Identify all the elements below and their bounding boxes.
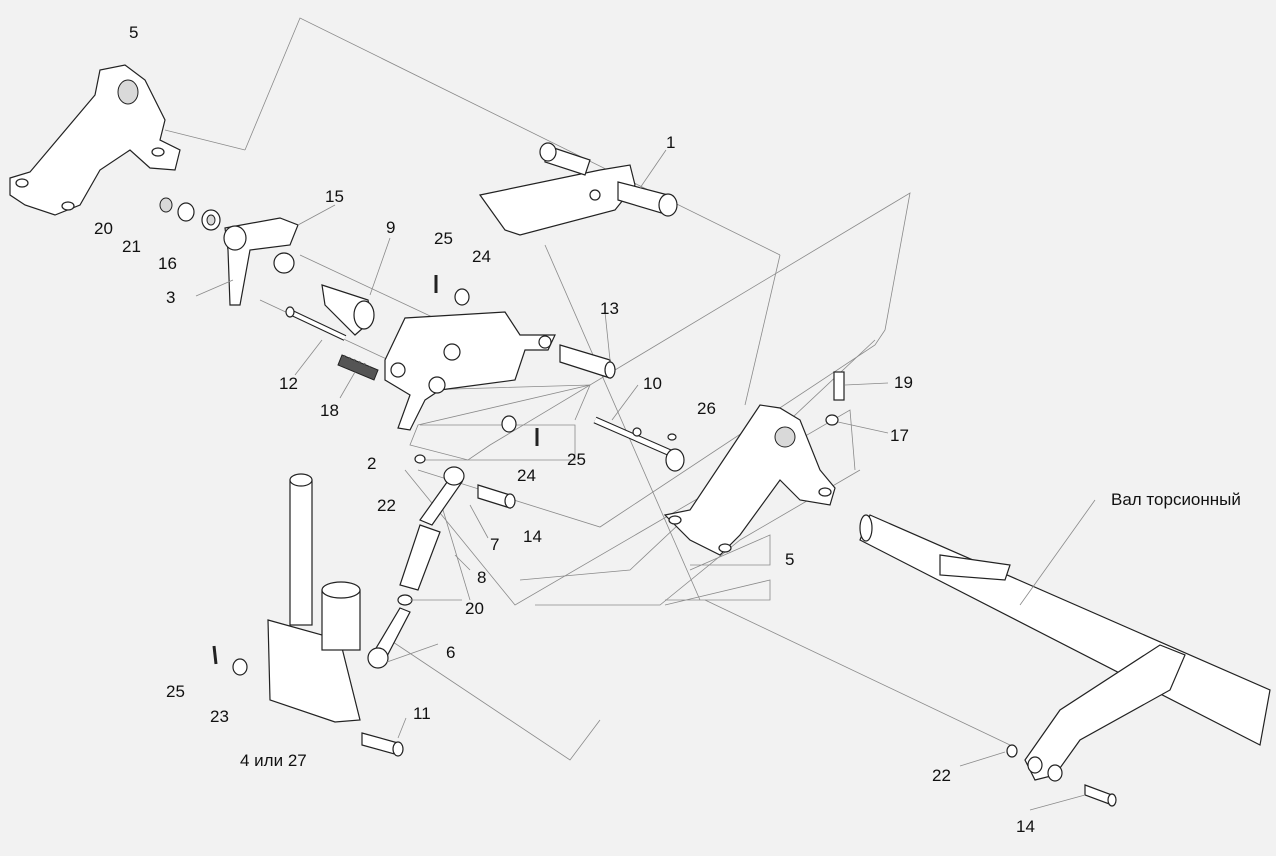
label-part-8: 8 <box>477 568 486 587</box>
label-part-26: 26 <box>697 399 716 418</box>
label-part-14-bottom: 14 <box>1016 817 1035 836</box>
label-part-25-mid: 25 <box>567 450 586 469</box>
callout-labels: 5 20 21 16 3 15 9 25 24 1 13 12 18 10 26… <box>94 23 1241 836</box>
label-torsion-shaft: Вал торсионный <box>1111 490 1241 509</box>
label-part-11: 11 <box>413 704 431 723</box>
linkage-7-8-6 <box>367 454 465 669</box>
spring-18 <box>337 354 379 381</box>
label-part-6: 6 <box>446 643 455 662</box>
bracket-5-middle <box>663 371 845 556</box>
label-part-24-mid: 24 <box>517 466 536 485</box>
lever-3 <box>223 217 299 306</box>
label-part-22-bottom: 22 <box>932 766 951 785</box>
label-part-20-top: 20 <box>94 219 113 238</box>
callout-leaders <box>195 149 1096 811</box>
label-part-7: 7 <box>490 535 499 554</box>
label-part-19: 19 <box>894 373 913 392</box>
label-part-4-or-27: 4 или 27 <box>240 751 307 770</box>
label-part-20-mid: 20 <box>465 599 484 618</box>
nut-washer-set-top <box>159 197 221 231</box>
actuator-4 <box>267 473 361 723</box>
label-part-12: 12 <box>279 374 298 393</box>
label-part-18: 18 <box>320 401 339 420</box>
fasteners-25-24 <box>212 275 539 676</box>
pin-12 <box>285 306 347 341</box>
label-part-13: 13 <box>600 299 619 318</box>
torsion-shaft <box>859 514 1271 807</box>
label-part-21: 21 <box>122 237 141 256</box>
bracket-2 <box>384 311 556 431</box>
pin-11 <box>361 732 404 757</box>
label-part-16: 16 <box>158 254 177 273</box>
label-part-25-top: 25 <box>434 229 453 248</box>
label-part-24-top: 24 <box>472 247 491 266</box>
label-part-1: 1 <box>666 133 675 152</box>
label-part-3: 3 <box>166 288 175 307</box>
pins-13-14-10 <box>477 344 685 509</box>
label-part-5-middle: 5 <box>785 550 794 569</box>
label-part-9: 9 <box>386 218 395 237</box>
label-part-10: 10 <box>643 374 662 393</box>
bushing-9 <box>321 284 375 336</box>
label-part-25-bottom: 25 <box>166 682 185 701</box>
label-part-15: 15 <box>325 187 344 206</box>
label-part-5-top: 5 <box>129 23 138 42</box>
label-part-23: 23 <box>210 707 229 726</box>
label-part-14-mid: 14 <box>523 527 542 546</box>
guide-lines <box>164 17 1011 761</box>
assembly-1 <box>478 142 678 236</box>
label-part-17: 17 <box>890 426 909 445</box>
label-part-2: 2 <box>367 454 376 473</box>
label-part-22-mid: 22 <box>377 496 396 515</box>
bracket-5-top <box>9 64 181 216</box>
